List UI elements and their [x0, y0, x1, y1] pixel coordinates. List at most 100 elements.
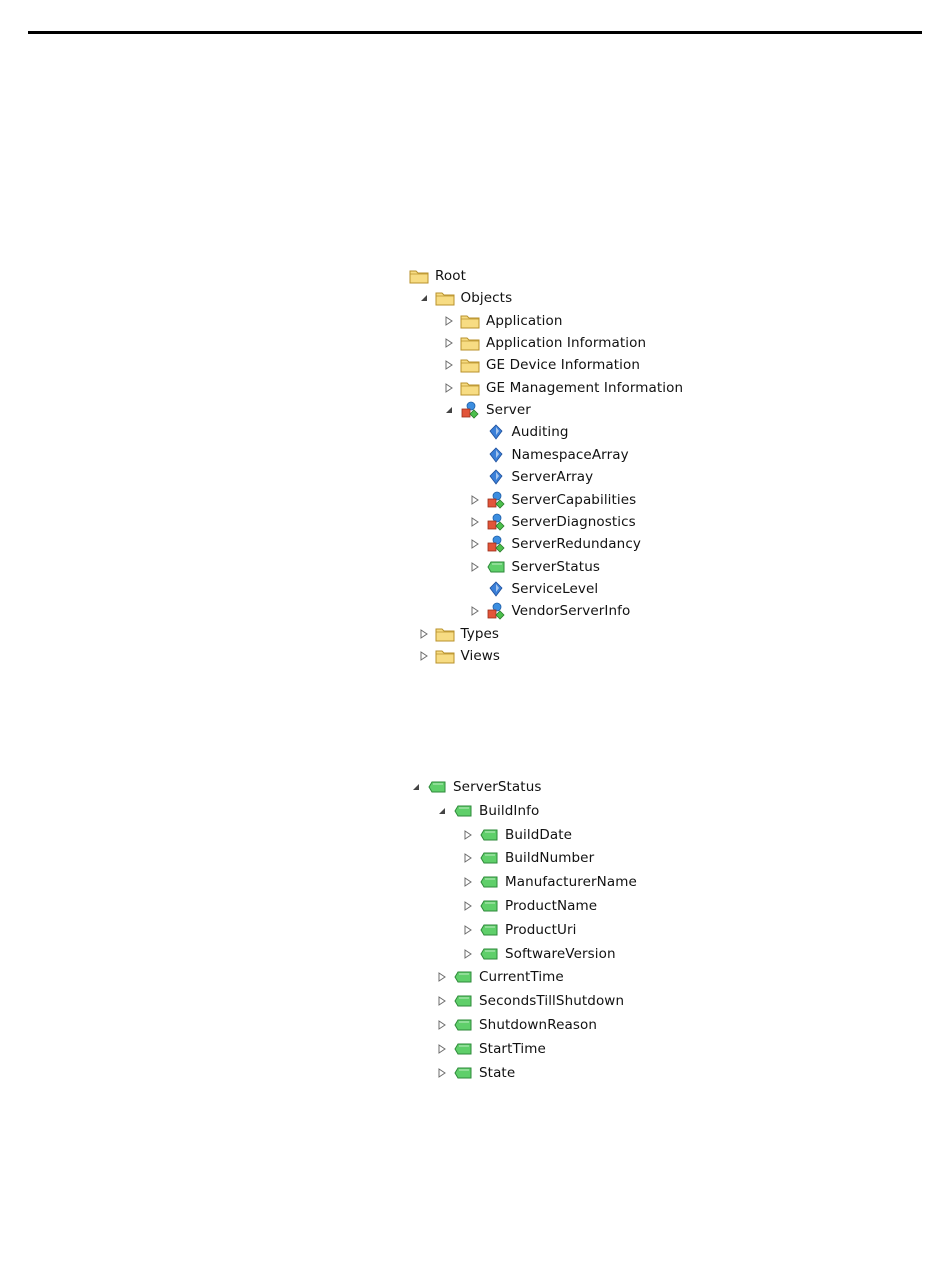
object-icon	[486, 491, 506, 509]
tree-node-label: ServerArray	[511, 469, 594, 486]
folder-icon	[435, 647, 455, 665]
expand-arrow-icon[interactable]	[418, 623, 430, 645]
variable-icon	[453, 802, 473, 820]
expand-arrow-icon[interactable]	[443, 310, 455, 332]
folder-icon	[435, 625, 455, 643]
tree-node-serverstatus[interactable]: ServerStatus	[469, 556, 601, 578]
tree-node-root[interactable]: Root	[392, 265, 466, 287]
tree-node-server[interactable]: Server	[443, 399, 531, 421]
tree-node-vendorserverinfo[interactable]: VendorServerInfo	[469, 600, 631, 622]
tree-node-label: GE Management Information	[486, 379, 684, 396]
tree-node-softwareversion[interactable]: SoftwareVersion	[462, 943, 616, 965]
folder-icon	[409, 267, 429, 285]
variable-icon	[479, 849, 499, 867]
tree-node-label: BuildNumber	[505, 850, 595, 867]
tree-node-productname[interactable]: ProductName	[462, 895, 597, 917]
expand-arrow-icon[interactable]	[436, 966, 448, 988]
tree-node-label: ServiceLevel	[511, 580, 599, 597]
tree-spacer	[392, 265, 404, 287]
tree-node-serverarray[interactable]: ServerArray	[469, 466, 594, 488]
tree-node-label: Types	[460, 625, 500, 642]
expand-arrow-icon[interactable]	[469, 556, 481, 578]
expand-arrow-icon[interactable]	[462, 824, 474, 846]
tree-node-label: Views	[460, 647, 501, 664]
collapse-arrow-icon[interactable]	[436, 800, 448, 822]
collapse-arrow-icon[interactable]	[410, 776, 422, 798]
folder-icon	[460, 312, 480, 330]
expand-arrow-icon[interactable]	[436, 990, 448, 1012]
tree-node-starttime[interactable]: StartTime	[436, 1038, 546, 1060]
folder-icon	[460, 356, 480, 374]
expand-arrow-icon[interactable]	[462, 847, 474, 869]
variable-icon	[453, 968, 473, 986]
folder-icon	[460, 334, 480, 352]
tree-node-application[interactable]: Application	[443, 310, 563, 332]
tree-node-label: BuildDate	[505, 826, 573, 843]
tree-node-label: NamespaceArray	[511, 446, 629, 463]
variable-icon	[479, 897, 499, 915]
expand-arrow-icon[interactable]	[436, 1062, 448, 1084]
expand-arrow-icon[interactable]	[462, 943, 474, 965]
variable-icon	[486, 558, 506, 576]
tree-spacer	[469, 444, 481, 466]
tree-node-state[interactable]: State	[436, 1062, 515, 1084]
tree-node-serverdiagnostics[interactable]: ServerDiagnostics	[469, 511, 636, 533]
expand-arrow-icon[interactable]	[469, 600, 481, 622]
tree-node-label: GE Device Information	[486, 357, 640, 374]
collapse-arrow-icon[interactable]	[443, 399, 455, 421]
tree-node-currenttime[interactable]: CurrentTime	[436, 966, 564, 988]
expand-arrow-icon[interactable]	[469, 511, 481, 533]
tree-node-manufacturername[interactable]: ManufacturerName	[462, 871, 637, 893]
expand-arrow-icon[interactable]	[469, 533, 481, 555]
tree-node-namespacearray[interactable]: NamespaceArray	[469, 444, 629, 466]
tree-node-objects[interactable]: Objects	[418, 287, 513, 309]
tree-node-label: ServerDiagnostics	[511, 513, 636, 530]
folder-icon	[435, 289, 455, 307]
tree-node-auditing[interactable]: Auditing	[469, 421, 569, 443]
tree-node-label: BuildInfo	[479, 802, 540, 819]
tree-node-producturi[interactable]: ProductUri	[462, 919, 576, 941]
variable-icon	[479, 826, 499, 844]
collapse-arrow-icon[interactable]	[418, 287, 430, 309]
expand-arrow-icon[interactable]	[469, 489, 481, 511]
tree-node-servicelevel[interactable]: ServiceLevel	[469, 578, 599, 600]
expand-arrow-icon[interactable]	[436, 1014, 448, 1036]
tree-node-serverstatus[interactable]: ServerStatus	[410, 776, 542, 798]
tree-node-ge-management-information[interactable]: GE Management Information	[443, 377, 683, 399]
property-icon	[486, 468, 506, 486]
tree-node-buildnumber[interactable]: BuildNumber	[462, 847, 594, 869]
tree-node-application-information[interactable]: Application Information	[443, 332, 646, 354]
expand-arrow-icon[interactable]	[436, 1038, 448, 1060]
expand-arrow-icon[interactable]	[443, 332, 455, 354]
variable-icon	[453, 1064, 473, 1082]
tree-node-serverredundancy[interactable]: ServerRedundancy	[469, 533, 641, 555]
expand-arrow-icon[interactable]	[462, 871, 474, 893]
tree-node-buildinfo[interactable]: BuildInfo	[436, 800, 539, 822]
property-icon	[486, 580, 506, 598]
tree-node-label: ServerStatus	[453, 779, 542, 795]
expand-arrow-icon[interactable]	[443, 377, 455, 399]
tree-node-views[interactable]: Views	[418, 645, 501, 667]
tree-node-label: Application Information	[486, 335, 647, 352]
tree-node-label: SecondsTillShutdown	[479, 993, 625, 1010]
expand-arrow-icon[interactable]	[462, 895, 474, 917]
tree-node-secondstillshutdown[interactable]: SecondsTillShutdown	[436, 990, 624, 1012]
object-icon	[486, 535, 506, 553]
variable-icon	[427, 778, 447, 796]
object-icon	[460, 401, 480, 419]
tree-node-label: CurrentTime	[479, 969, 564, 986]
expand-arrow-icon[interactable]	[443, 354, 455, 376]
tree-node-types[interactable]: Types	[418, 623, 500, 645]
tree-node-label: ServerStatus	[511, 558, 600, 575]
tree-spacer	[469, 421, 481, 443]
tree-node-builddate[interactable]: BuildDate	[462, 824, 572, 846]
tree-node-shutdownreason[interactable]: ShutdownReason	[436, 1014, 597, 1036]
variable-icon	[479, 873, 499, 891]
tree-node-ge-device-information[interactable]: GE Device Information	[443, 354, 640, 376]
expand-arrow-icon[interactable]	[462, 919, 474, 941]
expand-arrow-icon[interactable]	[418, 645, 430, 667]
tree-node-servercapabilities[interactable]: ServerCapabilities	[469, 489, 637, 511]
tree-node-label: Objects	[460, 290, 513, 307]
tree-node-label: Root	[435, 268, 466, 284]
page-top-rule	[28, 31, 922, 34]
